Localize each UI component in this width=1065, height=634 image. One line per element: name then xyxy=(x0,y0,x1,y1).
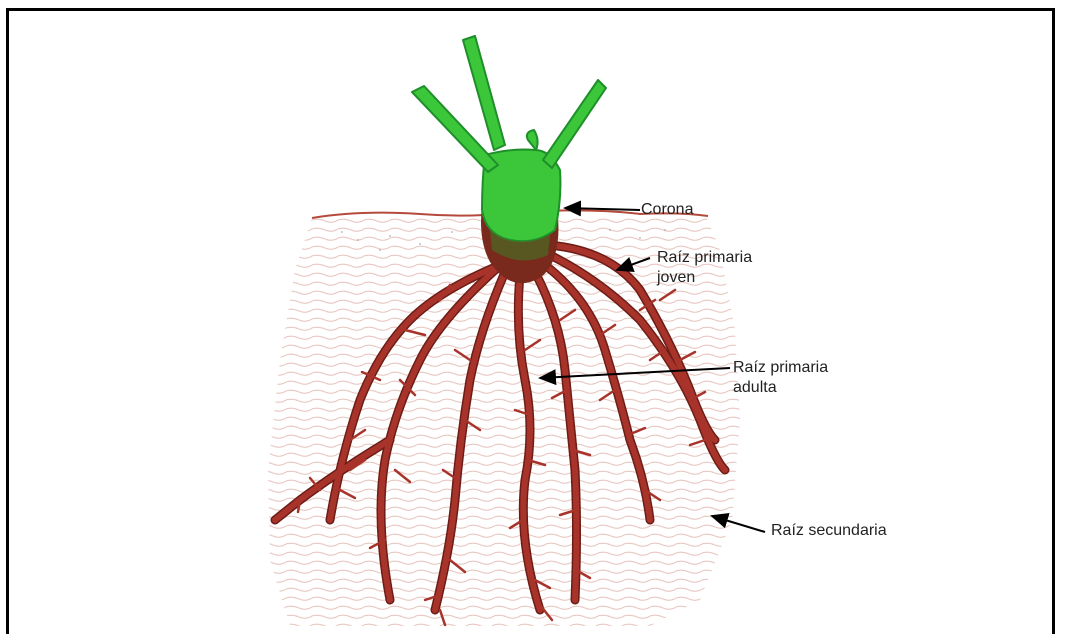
label-secondary-root: Raíz secundaria xyxy=(771,521,887,541)
label-adult-primary-root-line1: Raíz primaria xyxy=(733,358,828,378)
label-adult-primary-root: Raíz primaria adulta xyxy=(733,358,828,398)
label-corona: Corona xyxy=(641,200,693,220)
label-young-primary-root-line1: Raíz primaria xyxy=(657,248,752,268)
label-young-primary-root-line2: joven xyxy=(657,268,752,288)
label-young-primary-root: Raíz primaria joven xyxy=(657,248,752,288)
label-adult-primary-root-line2: adulta xyxy=(733,378,828,398)
